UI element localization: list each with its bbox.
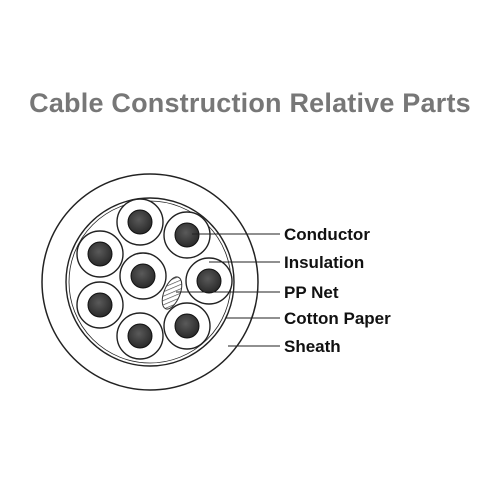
label-sheath: Sheath	[284, 337, 341, 356]
label-cotton-paper: Cotton Paper	[284, 309, 391, 328]
conductor-bottom	[127, 323, 153, 349]
conductor-right	[196, 268, 222, 294]
core-upper-left	[76, 230, 124, 278]
label-insulation: Insulation	[284, 253, 364, 272]
conductor-top	[127, 209, 153, 235]
label-pp-net: PP Net	[284, 283, 339, 302]
core-top	[116, 198, 164, 246]
core-lower-left	[76, 281, 124, 329]
conductor-top-right	[174, 222, 200, 248]
diagram-title: Cable Construction Relative Parts	[29, 88, 471, 118]
conductor-lower-left	[87, 292, 113, 318]
core-bottom-right	[163, 302, 211, 350]
pp-net-filler	[161, 276, 183, 310]
core-center	[119, 252, 167, 300]
conductor-center	[130, 263, 156, 289]
conductor-bottom-right	[174, 313, 200, 339]
core-top-right	[163, 211, 211, 259]
label-conductor: Conductor	[284, 225, 370, 244]
conductor-upper-left	[87, 241, 113, 267]
core-right	[185, 257, 233, 305]
core-bottom	[116, 312, 164, 360]
